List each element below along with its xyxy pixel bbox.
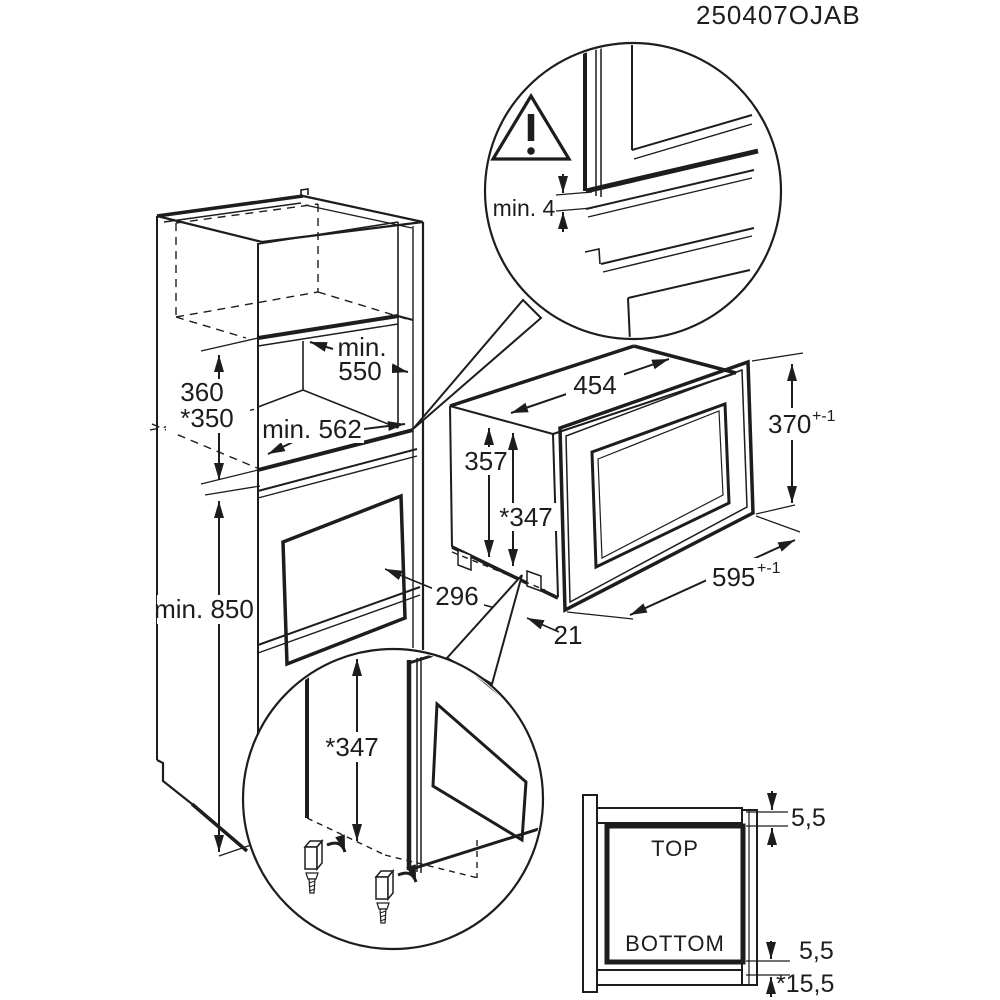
foot-distance-label: 296 <box>435 581 478 611</box>
document-code: 250407OJAB <box>696 0 861 30</box>
cabinet-dimensions: 360 *350 min. 850 min. 550 min. 562 <box>154 332 409 852</box>
niche-depth-word-label: min. <box>337 332 386 362</box>
niche-height-label: 360 <box>180 377 223 407</box>
section-gap-top-label: 5,5 <box>791 804 826 832</box>
spacer-icon <box>303 838 324 872</box>
floor-clearance-label: min. 850 <box>154 594 254 624</box>
oven-door <box>558 359 755 613</box>
detail-height-label: *347 <box>325 732 379 762</box>
niche-depth-value-label: 550 <box>338 356 381 386</box>
rotation-arrow-icon <box>397 864 418 883</box>
door-overhang-label: 21 <box>554 620 583 650</box>
niche-depth-door-label: min. 562 <box>262 414 362 444</box>
front-width-label: 595 <box>712 562 755 592</box>
body-height-label: 357 <box>464 446 507 476</box>
oven-foot <box>457 548 472 572</box>
front-height-label: 370 <box>768 409 811 439</box>
body-width-label: 454 <box>573 370 616 400</box>
front-width-tolerance: +-1 <box>757 560 781 577</box>
section-gap-bottom-label: 5,5 <box>799 937 834 965</box>
section-view: TOP BOTTOM 5,5 5,5 *15,5 <box>582 791 834 998</box>
rotation-arrow-icon <box>326 834 347 853</box>
section-top-label: TOP <box>651 836 699 861</box>
top-detail: min. 4 <box>412 41 783 430</box>
top-detail-pointer <box>412 298 543 430</box>
cabinet-drawing <box>149 188 425 857</box>
oven-dimensions: 454 357 *347 370 +-1 595 +-1 296 21 <box>384 352 840 650</box>
detail-door-window <box>431 700 528 843</box>
screw-icon <box>305 872 319 894</box>
niche-height-alt-label: *350 <box>180 403 234 433</box>
screw-icon <box>376 902 390 924</box>
warning-icon <box>490 92 572 161</box>
oven-door-window <box>590 401 731 570</box>
section-bottom-offset-label: *15,5 <box>776 970 834 998</box>
column-door-window <box>281 493 407 667</box>
section-oven-box <box>604 823 746 965</box>
bottom-detail-circle <box>241 647 545 951</box>
bottom-detail: *347 <box>241 574 545 951</box>
top-detail-circle <box>483 41 783 341</box>
min-gap-label: min. 4 <box>493 195 556 221</box>
spacer-icon <box>374 868 395 902</box>
oven-foot <box>526 569 542 593</box>
body-height-alt-label: *347 <box>499 502 553 532</box>
front-height-tolerance: +-1 <box>812 408 836 425</box>
section-bottom-label: BOTTOM <box>625 931 725 956</box>
